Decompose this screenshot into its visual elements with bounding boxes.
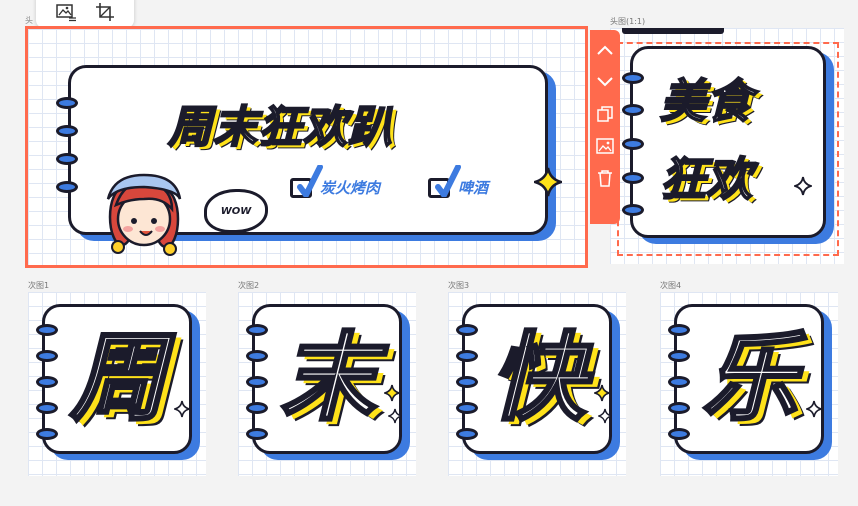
spiral-ring <box>456 350 478 362</box>
spiral-ring <box>456 324 478 336</box>
wow-speech-bubble: WOW <box>204 189 268 233</box>
thumb-label: 次图3 <box>448 281 470 290</box>
checkbox-icon <box>290 164 323 198</box>
image-adjust-icon[interactable] <box>53 0 79 25</box>
thumb-character: 周 <box>69 321 168 436</box>
selection-dashed-outline <box>617 42 839 256</box>
spiral-ring <box>622 104 644 116</box>
image-toolbar <box>36 0 134 28</box>
spiral-ring <box>622 172 644 184</box>
sparkle-icon <box>598 408 612 424</box>
spiral-ring <box>246 350 268 362</box>
spiral-ring <box>246 428 268 440</box>
sparkle-icon <box>806 400 822 418</box>
sparkle-icon <box>384 384 400 402</box>
spiral-ring <box>668 350 690 362</box>
thumb-label: 次图2 <box>238 281 260 290</box>
head-top-bar <box>622 28 724 34</box>
spiral-ring <box>56 181 78 193</box>
spiral-ring <box>36 428 58 440</box>
spiral-ring <box>246 376 268 388</box>
spiral-ring <box>668 376 690 388</box>
notebook-card <box>252 304 402 454</box>
girl-character-illustration <box>106 173 182 256</box>
spiral-ring <box>456 376 478 388</box>
spiral-ring <box>36 324 58 336</box>
secondary-image-1[interactable]: 周 <box>28 292 206 476</box>
tag-bbq: 炭火烤肉 <box>290 164 381 198</box>
sparkle-icon <box>534 167 562 197</box>
tag-label: 炭火烤肉 <box>320 179 381 197</box>
spiral-ring <box>456 428 478 440</box>
copy-icon[interactable] <box>591 100 619 128</box>
thumb-character: 乐 <box>701 321 800 436</box>
notebook-card <box>462 304 612 454</box>
secondary-image-3[interactable]: 快 <box>448 292 626 476</box>
replace-image-icon[interactable] <box>591 132 619 160</box>
spiral-ring <box>56 97 78 109</box>
sparkle-icon <box>794 176 812 196</box>
spiral-ring <box>56 125 78 137</box>
spiral-ring <box>622 138 644 150</box>
sparkle-icon <box>388 408 402 424</box>
chevron-down-icon[interactable] <box>591 68 619 96</box>
spiral-ring <box>36 376 58 388</box>
spiral-ring <box>246 402 268 414</box>
head-title-line1: 美食 <box>659 73 753 129</box>
head-title-line2: 狂欢 <box>659 151 753 207</box>
tag-label: 啤酒 <box>458 179 489 197</box>
spiral-ring <box>668 428 690 440</box>
spiral-ring <box>456 402 478 414</box>
secondary-image-2[interactable]: 末 <box>238 292 416 476</box>
spiral-ring <box>668 324 690 336</box>
notebook-card <box>674 304 824 454</box>
chevron-up-icon[interactable] <box>591 36 619 64</box>
thumb-label: 次图4 <box>660 281 682 290</box>
spiral-ring <box>622 72 644 84</box>
thumb-character: 快 <box>489 321 588 436</box>
cover-canvas: 周末狂欢趴 炭火烤肉 啤酒 <box>28 29 585 265</box>
spiral-ring <box>622 204 644 216</box>
checkbox-icon <box>428 164 461 198</box>
notebook-card <box>42 304 192 454</box>
spiral-ring <box>36 402 58 414</box>
tag-beer: 啤酒 <box>428 164 489 198</box>
cover-image-frame[interactable]: 周末狂欢趴 炭火烤肉 啤酒 <box>25 26 588 268</box>
cover-label: 头 <box>25 16 33 25</box>
crop-icon[interactable] <box>92 0 118 25</box>
thumb-character: 末 <box>279 321 378 436</box>
sparkle-icon <box>174 400 190 418</box>
thumb-label: 次图1 <box>28 281 50 290</box>
spiral-ring <box>56 153 78 165</box>
cover-title: 周末狂欢趴 <box>167 101 393 154</box>
spiral-ring <box>246 324 268 336</box>
secondary-image-4[interactable]: 乐 <box>660 292 838 476</box>
delete-icon[interactable] <box>591 164 619 192</box>
head-image-label: 头图(1:1) <box>610 17 646 26</box>
spiral-ring <box>668 402 690 414</box>
spiral-ring <box>36 350 58 362</box>
side-toolbar <box>590 30 620 224</box>
sparkle-icon <box>594 384 610 402</box>
